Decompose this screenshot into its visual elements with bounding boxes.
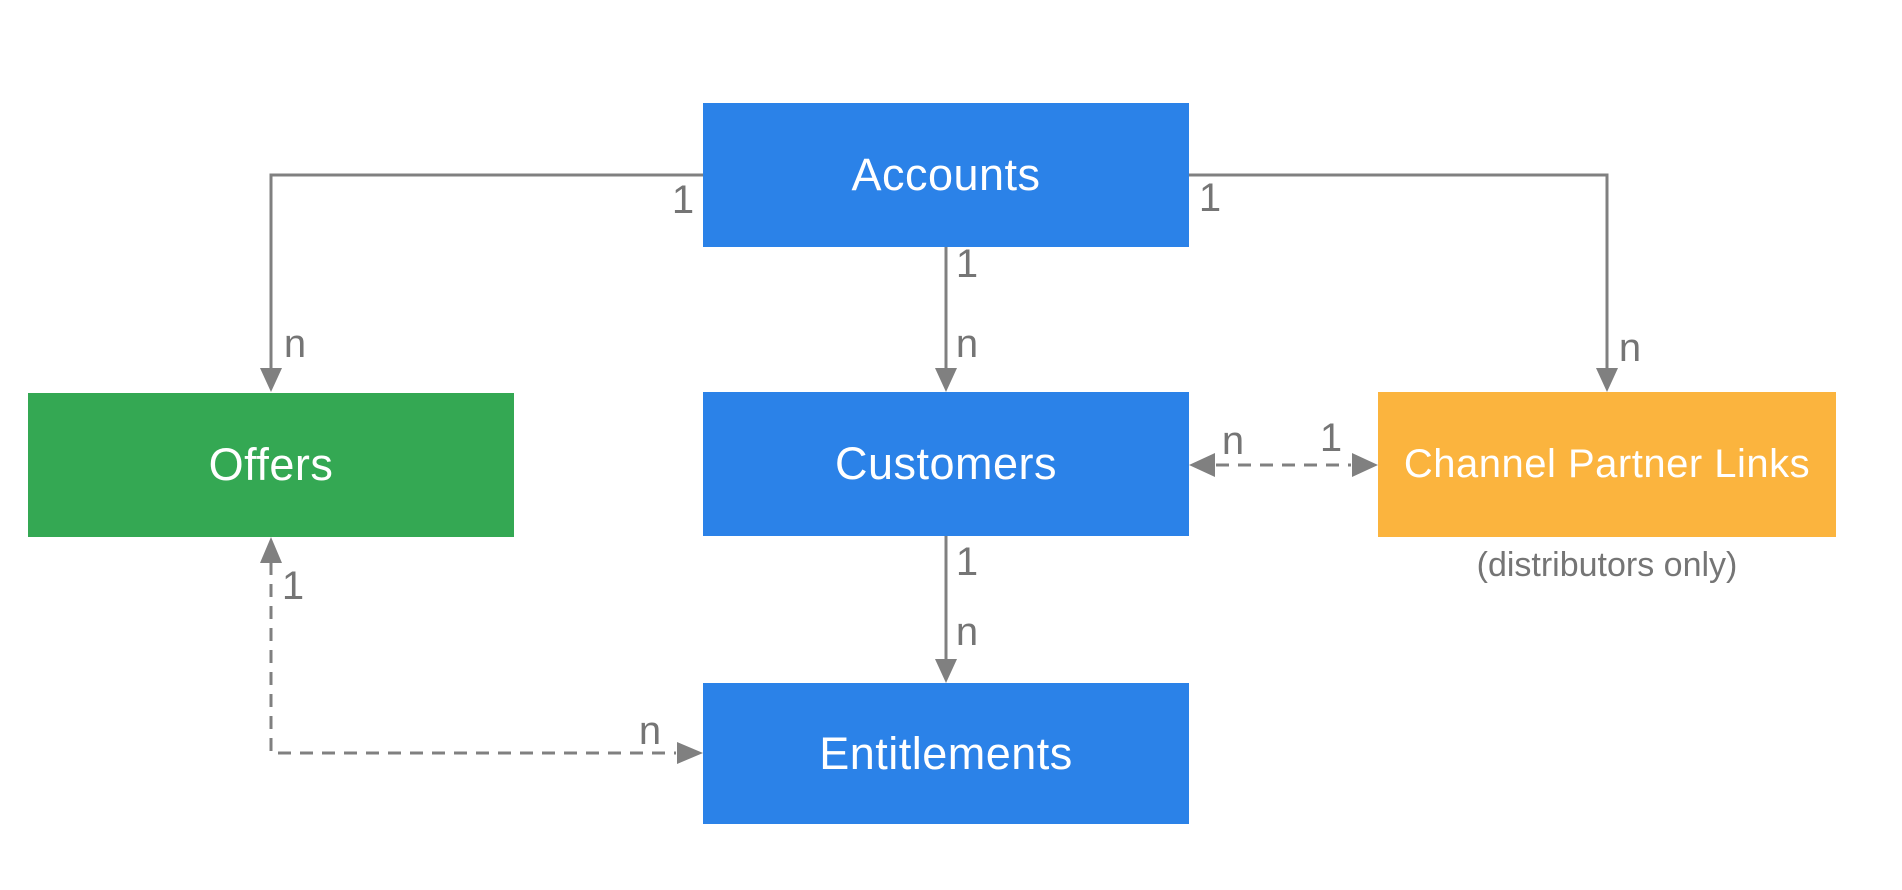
edge-accounts-offers-line <box>269 173 703 370</box>
edge-accounts-cpl-arrowhead <box>1596 368 1618 392</box>
edge-offers-entitlements-arrowhead-right <box>677 742 703 764</box>
node-offers: Offers <box>28 393 514 537</box>
cardinality-customers-entitlements-n: n <box>955 610 979 654</box>
cardinality-offers-entitlements-n: n <box>638 709 662 753</box>
cardinality-customers-cpl-n: n <box>1221 419 1245 463</box>
cardinality-accounts-cpl-1: 1 <box>1198 176 1222 220</box>
node-accounts: Accounts <box>703 103 1189 247</box>
cardinality-accounts-offers-n: n <box>283 322 307 366</box>
edge-offers-entitlements-line <box>269 562 676 755</box>
edge-accounts-cpl-line <box>1189 173 1609 370</box>
cardinality-accounts-customers-1: 1 <box>955 242 979 286</box>
cardinality-accounts-customers-n: n <box>955 322 979 366</box>
edge-accounts-offers-arrowhead <box>260 368 282 392</box>
node-channel-partner-links-caption: (distributors only) <box>1476 546 1738 584</box>
node-entitlements: Entitlements <box>703 683 1189 824</box>
edge-customers-cpl-arrowhead-left <box>1189 453 1215 477</box>
cardinality-accounts-cpl-n: n <box>1618 326 1642 370</box>
edge-offers-entitlements-arrowhead-up <box>260 537 282 563</box>
cardinality-offers-entitlements-1: 1 <box>281 564 305 608</box>
cardinality-customers-cpl-1: 1 <box>1319 416 1343 460</box>
cardinality-customers-entitlements-1: 1 <box>955 540 979 584</box>
edge-accounts-customers-arrowhead <box>935 368 957 392</box>
node-customers: Customers <box>703 392 1189 536</box>
cardinality-accounts-offers-1: 1 <box>671 178 695 222</box>
edge-customers-cpl-arrowhead-right <box>1352 453 1378 477</box>
edge-customers-entitlements-arrowhead <box>935 659 957 683</box>
node-channel-partner-links: Channel Partner Links <box>1378 392 1836 537</box>
